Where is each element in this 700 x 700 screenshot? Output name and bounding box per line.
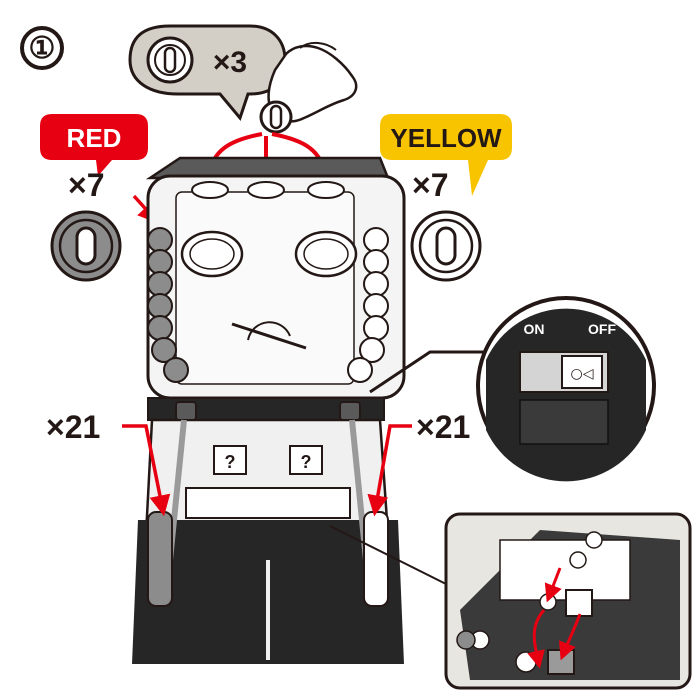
yellow-coin-icon (410, 210, 482, 282)
right-base-count: ×21 (416, 409, 470, 445)
svg-text:?: ? (225, 452, 236, 472)
red-tag: RED (40, 114, 148, 176)
coin-multiplier: ×3 (213, 46, 247, 79)
svg-text:?: ? (301, 452, 312, 472)
yellow-coin-count: ×7 (412, 167, 448, 203)
switch-panel: ON OFF ○◁ (476, 296, 656, 482)
yellow-tag-label: YELLOW (390, 123, 502, 153)
switch-callout-line (369, 350, 500, 394)
switch-off-label: OFF (588, 321, 616, 337)
step-number-badge: ① (20, 26, 64, 70)
switch-on-label: ON (524, 321, 545, 337)
right-count-arrow-icon (367, 424, 412, 517)
yellow-coin-stack (347, 227, 389, 383)
red-coin-icon (50, 210, 122, 282)
hand-icon (259, 42, 358, 134)
yellow-tag: YELLOW (380, 114, 512, 196)
coin-flow-inset (329, 512, 692, 690)
speech-bubble: ×3 (128, 24, 287, 122)
coin-icon (146, 36, 194, 84)
left-count-arrow-icon (122, 424, 171, 517)
question-block-icon: ? (213, 445, 247, 475)
game-box-base: ? ? (132, 397, 404, 664)
game-box-lid (145, 156, 406, 400)
left-base-count: ×21 (46, 409, 100, 445)
red-coin-count: ×7 (68, 167, 104, 203)
step-number: ① (29, 32, 56, 65)
svg-text:○◁: ○◁ (571, 366, 594, 382)
coin-icon (259, 100, 293, 134)
red-tag-label: RED (67, 123, 122, 153)
power-switch (561, 355, 603, 389)
question-block-icon: ? (289, 445, 323, 475)
red-coin-stack (147, 227, 189, 383)
